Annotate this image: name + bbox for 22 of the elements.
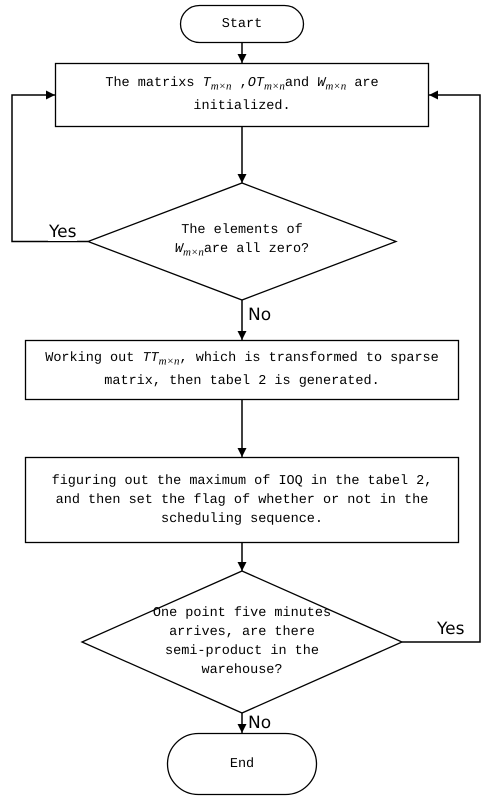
node-text: The matrixs T$_{m×n}$ ,OT$_{m×n}$and W$_{m×n}$ are initialized.: [104, 75, 380, 116]
node-text: One point five minutes arrives, are there semi-product in the warehouse?: [152, 605, 332, 680]
node-text: figuring out the maximum of IOQ in the tabel 2, and then set the flag of whether or not in the scheduling sequence.: [50, 472, 434, 528]
arrow: [238, 127, 246, 183]
arrow: [238, 43, 246, 63]
edge-label: Yes: [48, 223, 78, 241]
arrow: [238, 713, 246, 733]
node-text: Start: [222, 16, 262, 34]
decision-diamond: [82, 571, 402, 713]
arrow: [402, 90, 481, 643]
arrow: [238, 400, 246, 457]
start-terminal: [180, 5, 304, 43]
process-box: [25, 340, 459, 400]
arrow: [238, 300, 246, 340]
process-box: [55, 63, 429, 127]
arrow: [238, 543, 246, 571]
node-text: Working out TT$_{m×n}$, which is transformed to sparse matrix, then tabel 2 is generated.: [44, 350, 440, 391]
process-box: [25, 457, 459, 543]
decision-diamond: [88, 183, 396, 300]
node-text: End: [230, 756, 254, 774]
arrow: [11, 90, 88, 242]
node-text: The elements of W$_{m×n}$are all zero?: [174, 222, 310, 260]
